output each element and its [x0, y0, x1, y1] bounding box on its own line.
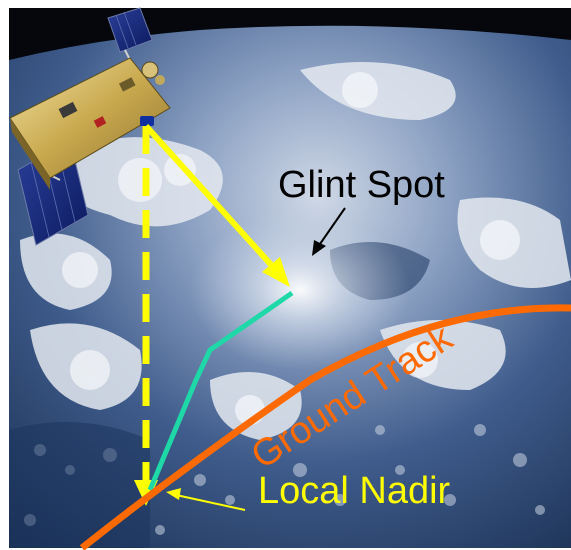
- satellite-illustration: [9, 7, 171, 246]
- view-arrow: [143, 123, 290, 287]
- glint-path-line: [147, 290, 294, 491]
- solar-panel-upper: [107, 7, 153, 53]
- glint-pointer-arrow: [312, 207, 346, 256]
- local-nadir-label: Local Nadir: [258, 470, 451, 512]
- nadir-pointer-arrow: [166, 488, 246, 511]
- ground-track-line: [79, 304, 571, 550]
- instrument-aperture: [140, 116, 154, 126]
- glint-spot-label: Glint Spot: [278, 164, 445, 206]
